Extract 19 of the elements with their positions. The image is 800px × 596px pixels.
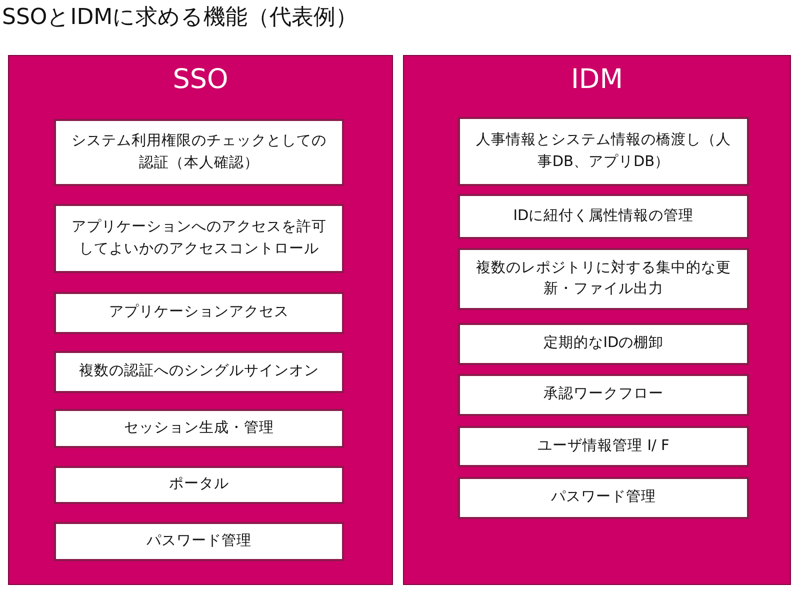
panel: [403, 55, 791, 585]
function-box: アプリケーションへのアクセスを許可してよいかのアクセスコントロール: [54, 204, 344, 273]
function-box: セッション生成・管理: [54, 409, 344, 448]
function-box: 複数のレポジトリに対する集中的な更新・ファイル出力: [458, 248, 749, 310]
function-box: 人事情報とシステム情報の橋渡し（人事DB、アプリDB）: [458, 117, 749, 186]
function-box: ユーザ情報管理 I/ F: [458, 426, 749, 467]
function-box: パスワード管理: [54, 522, 344, 561]
panel: [8, 55, 393, 585]
function-box: 承認ワークフロー: [458, 374, 749, 416]
function-box: アプリケーションアクセス: [54, 292, 344, 334]
function-box: システム利用権限のチェックとしての認証（本人確認）: [54, 119, 344, 186]
function-box: 複数の認証へのシングルサインオン: [54, 351, 344, 393]
function-box: 定期的なIDの棚卸: [458, 323, 749, 365]
title: SSOとIDMに求める機能（代表例）: [2, 4, 358, 32]
panel-heading: SSO: [172, 64, 230, 95]
function-box: ポータル: [54, 466, 344, 504]
function-box: IDに紐付く属性情報の管理: [458, 194, 749, 239]
panel-heading: IDM: [570, 64, 624, 95]
function-box: パスワード管理: [458, 477, 749, 519]
